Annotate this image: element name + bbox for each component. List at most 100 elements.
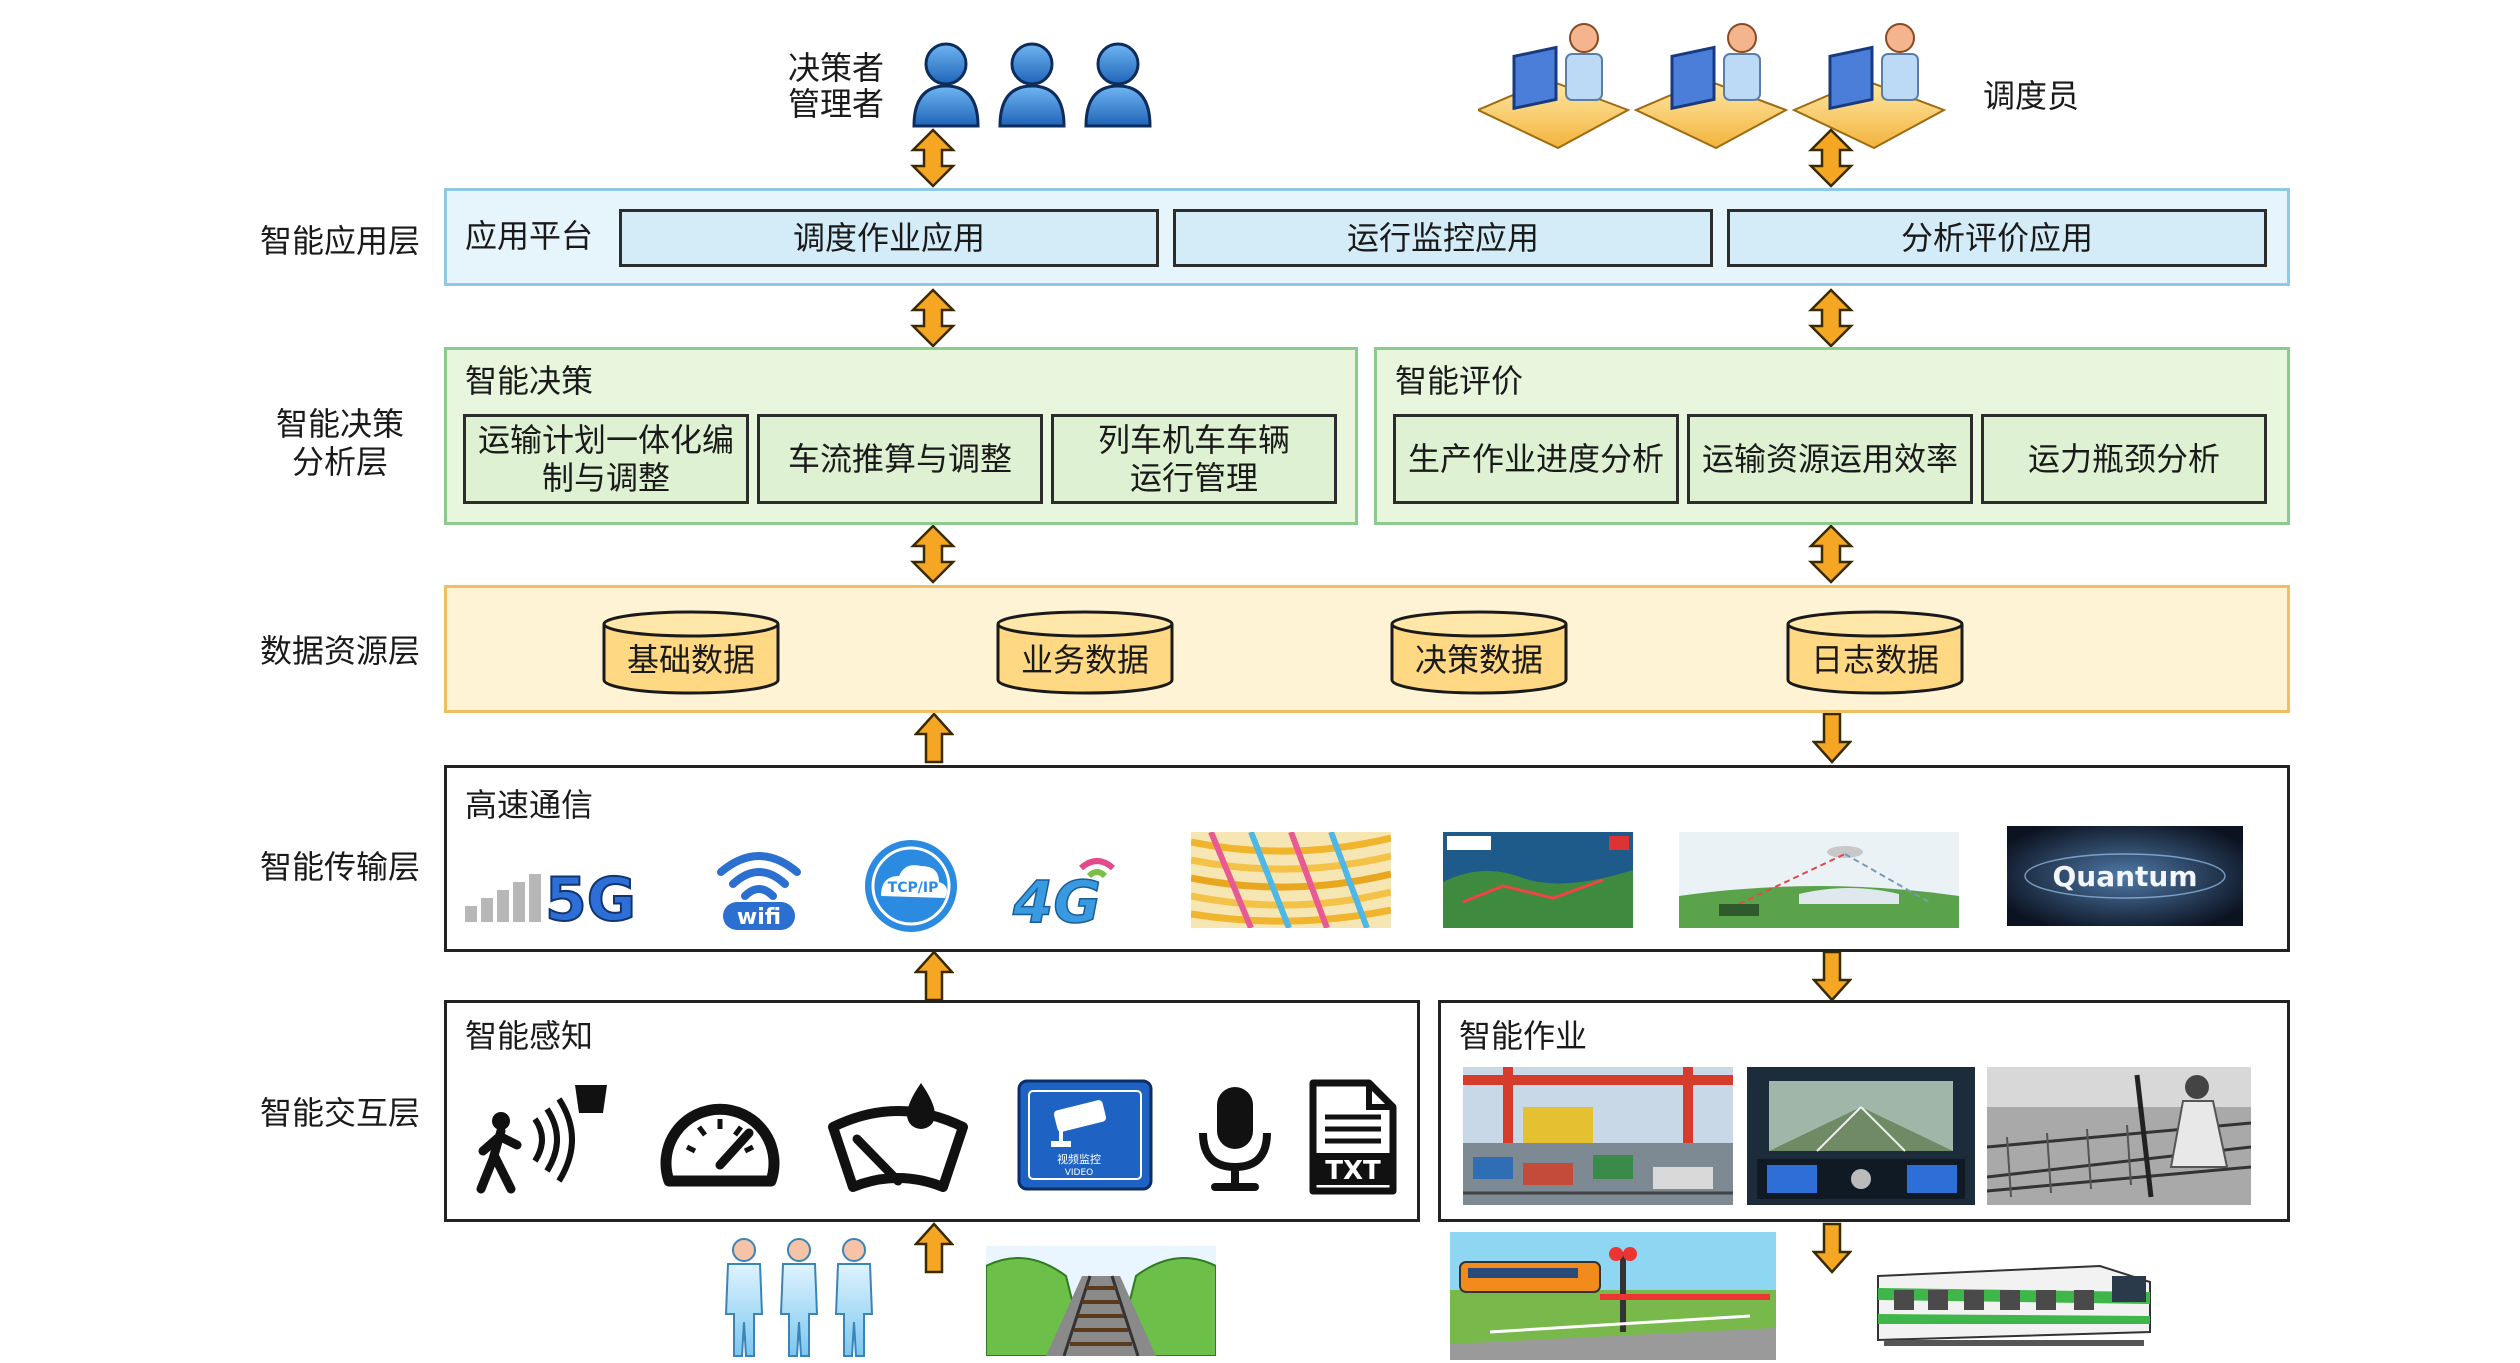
evaluation-resource-box[interactable]: 运输资源运用效率: [1687, 414, 1973, 504]
managers-label-line1: 决策者: [787, 49, 884, 87]
5g-text: 5G: [545, 865, 636, 928]
video-sign-text: 视频监控: [1057, 1152, 1101, 1166]
app-evaluation-box[interactable]: 分析评价应用: [1727, 209, 2267, 267]
perception-title: 智能感知: [465, 1017, 594, 1055]
operation-panel: 智能作业: [1438, 1000, 2290, 1222]
green-train-image: [1877, 1264, 2151, 1346]
dispatcher-workstations-icon: [1478, 23, 1947, 150]
5g-icon: 5G: [465, 864, 637, 928]
staff-person-3: [834, 1238, 874, 1357]
arrow-down-transmission-operation: [1812, 950, 1852, 1002]
workstation-2: [1633, 23, 1789, 150]
level-crossing-image: [1450, 1232, 1776, 1360]
app-dispatch-box[interactable]: 调度作业应用: [619, 209, 1159, 267]
fiber-optic-image: [1191, 832, 1391, 928]
arrow-app-decision-right: [1808, 288, 1854, 348]
decision-transport-plan-line2: 制与调整: [541, 459, 670, 497]
managers-label: 决策者 管理者: [776, 50, 896, 122]
data-basic-label: 基础数据: [626, 641, 755, 679]
arrow-down-data-transmission: [1812, 712, 1852, 764]
manager-person-2: [998, 42, 1066, 128]
arrow-decision-data-left: [910, 524, 956, 584]
motion-sensor-icon: [476, 1085, 607, 1194]
data-business-label: 业务数据: [1020, 641, 1149, 679]
workstation-3: [1791, 23, 1947, 150]
decision-panel-left: 智能决策 运输计划一体化编 制与调整 车流推算与调整 列车机车车辆 运行管理: [444, 347, 1358, 525]
decision-train-management-box[interactable]: 列车机车车辆 运行管理: [1051, 414, 1337, 504]
manager-person-3: [1084, 42, 1152, 128]
perception-panel: 智能感知 视频监控 VIDEO: [444, 1000, 1420, 1222]
data-log-cylinder[interactable]: 日志数据: [1785, 610, 1965, 696]
decision-left-title: 智能决策: [465, 362, 594, 400]
data-decision-cylinder[interactable]: 决策数据: [1389, 610, 1569, 696]
cylinder-shape: [602, 610, 780, 695]
data-layer-panel: 基础数据 业务数据 决策数据 日志数据: [444, 585, 2290, 713]
container-yard-image: [1463, 1067, 1733, 1205]
data-log-label: 日志数据: [1810, 641, 1939, 679]
layer-label-app: 智能应用层: [259, 222, 420, 260]
transmission-title: 高速通信: [465, 786, 594, 824]
4g-text: 4G: [1012, 868, 1101, 932]
arrow-up-interaction-transmission: [914, 950, 954, 1002]
arrow-up-transmission-data: [914, 712, 954, 764]
evaluation-progress-box[interactable]: 生产作业进度分析: [1393, 414, 1679, 504]
quantum-image: Quantum: [2007, 826, 2243, 926]
quantum-text: Quantum: [2052, 860, 2197, 893]
arrow-dispatcher-app: [1808, 128, 1854, 188]
transmission-layer-panel: 高速通信 5G wifi TCP/IP 4G: [444, 765, 2290, 952]
txt-file-icon: TXT: [1309, 1079, 1397, 1195]
arrow-app-decision-left: [910, 288, 956, 348]
data-business-cylinder[interactable]: 业务数据: [995, 610, 1175, 696]
cylinder-shape: [996, 610, 1174, 695]
staff-people-icon: [724, 1238, 874, 1357]
decision-train-management-line2: 运行管理: [1129, 459, 1258, 497]
railway-track-image: [986, 1246, 1216, 1356]
satellite-link-image: [1679, 832, 1959, 928]
workstation-1: [1478, 23, 1631, 150]
decision-transport-plan-line1: 运输计划一体化编: [477, 421, 734, 459]
arrow-decision-data-right: [1808, 524, 1854, 584]
decision-transport-plan-box[interactable]: 运输计划一体化编 制与调整: [463, 414, 749, 504]
operation-title: 智能作业: [1459, 1017, 1588, 1055]
cylinder-shape: [1786, 610, 1964, 695]
track-worker-image: [1987, 1067, 2251, 1205]
app-platform-label: 应用平台: [465, 217, 594, 255]
decision-right-title: 智能评价: [1395, 362, 1524, 400]
manager-people-icon: [912, 42, 1152, 128]
wiper-sensor-icon: [828, 1083, 968, 1192]
arrow-managers-app: [910, 128, 956, 188]
layer-label-decision: 智能决策 分析层: [250, 405, 430, 481]
wifi-text: wifi: [737, 905, 781, 930]
microphone-icon: [1199, 1087, 1271, 1191]
tcp-ip-text: TCP/IP: [888, 880, 939, 896]
app-layer-panel: 应用平台 调度作业应用 运行监控应用 分析评价应用: [444, 188, 2290, 286]
layer-label-transmission: 智能传输层: [259, 848, 420, 886]
video-sign-subtext: VIDEO: [1065, 1168, 1094, 1178]
staff-person-1: [724, 1238, 764, 1357]
4g-icon: 4G: [1011, 858, 1115, 932]
data-decision-label: 决策数据: [1414, 641, 1543, 679]
evaluation-bottleneck-box[interactable]: 运力瓶颈分析: [1981, 414, 2267, 504]
dispatcher-label: 调度员: [1982, 77, 2079, 115]
video-camera-sign: 视频监控 VIDEO: [1017, 1079, 1153, 1191]
decision-traffic-flow-box[interactable]: 车流推算与调整: [757, 414, 1043, 504]
decision-train-management-line1: 列车机车车辆: [1097, 421, 1290, 459]
app-monitor-box[interactable]: 运行监控应用: [1173, 209, 1713, 267]
wifi-icon: wifi: [717, 852, 801, 930]
layer-label-decision-line2: 分析层: [291, 443, 388, 481]
cab-view-image: [1747, 1067, 1975, 1205]
layer-label-interaction: 智能交互层: [259, 1094, 420, 1132]
data-basic-cylinder[interactable]: 基础数据: [601, 610, 781, 696]
tcp-ip-icon: TCP/IP: [865, 840, 957, 932]
staff-person-2: [779, 1238, 819, 1357]
cylinder-shape: [1390, 610, 1568, 695]
manager-person-1: [912, 42, 980, 128]
arrow-down-operation-field: [1812, 1222, 1852, 1274]
txt-text: TXT: [1325, 1156, 1381, 1186]
decision-traffic-flow-label: 车流推算与调整: [787, 440, 1012, 478]
gauge-icon: [660, 1103, 780, 1187]
arrow-up-field-interaction: [914, 1222, 954, 1274]
managers-label-line2: 管理者: [787, 85, 884, 123]
decision-panel-right: 智能评价 生产作业进度分析 运输资源运用效率 运力瓶颈分析: [1374, 347, 2290, 525]
map-image: [1443, 832, 1633, 928]
